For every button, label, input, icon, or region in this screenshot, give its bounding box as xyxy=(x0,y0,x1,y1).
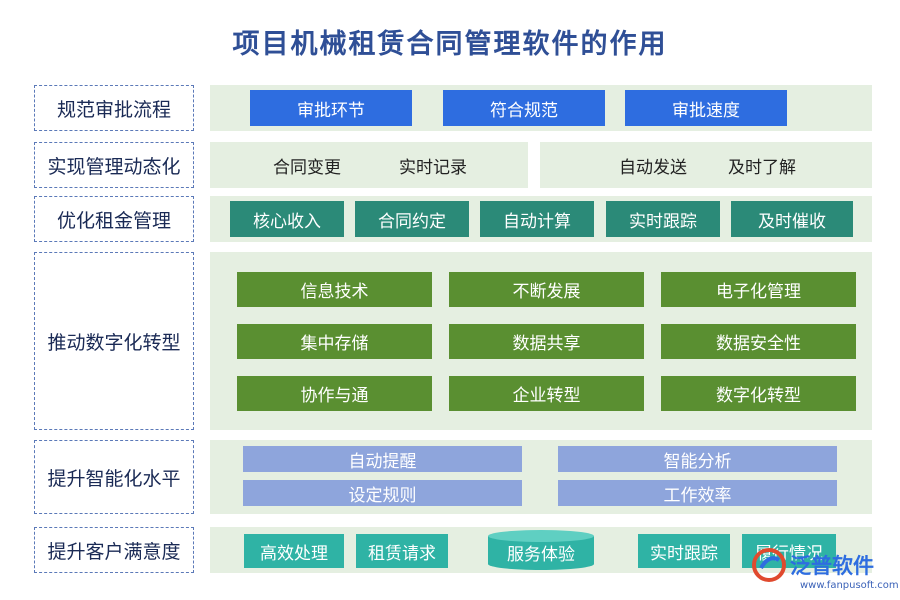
item-continuous-dev: 不断发展 xyxy=(449,272,644,307)
panel-dynamic-right: 自动发送 及时了解 xyxy=(540,142,872,188)
logo-name: 泛普软件 xyxy=(790,554,874,578)
label-digital-transform: 推动数字化转型 xyxy=(34,252,194,430)
item-efficient-handling: 高效处理 xyxy=(244,534,344,568)
label-customer-satisfaction: 提升客户满意度 xyxy=(34,527,194,573)
item-service-experience-cylinder: 服务体验 xyxy=(487,529,595,571)
item-realtime-record: 实时记录 xyxy=(399,157,467,178)
item-collaboration: 协作与通 xyxy=(237,376,432,411)
item-approval-step: 审批环节 xyxy=(250,90,412,126)
item-e-management: 电子化管理 xyxy=(661,272,856,307)
item-set-rules: 设定规则 xyxy=(243,480,522,506)
logo-url: www.fanpusoft.com xyxy=(800,580,899,591)
label-intelligence: 提升智能化水平 xyxy=(34,440,194,514)
item-enterprise-transform: 企业转型 xyxy=(449,376,644,411)
item-work-efficiency: 工作效率 xyxy=(558,480,837,506)
brand-logo: 泛普软件 xyxy=(752,548,874,582)
item-timely-collect: 及时催收 xyxy=(731,201,853,237)
item-contract-agreement: 合同约定 xyxy=(355,201,469,237)
item-auto-send: 自动发送 xyxy=(619,157,687,178)
item-smart-analysis: 智能分析 xyxy=(558,446,837,472)
item-central-storage: 集中存储 xyxy=(237,324,432,359)
item-timely-know: 及时了解 xyxy=(728,157,796,178)
label-standardize-approval: 规范审批流程 xyxy=(34,85,194,131)
panel-dynamic-left: 合同变更 实时记录 xyxy=(210,142,528,188)
item-service-experience: 服务体验 xyxy=(507,544,575,565)
logo-icon xyxy=(752,548,786,582)
item-digital-transform: 数字化转型 xyxy=(661,376,856,411)
item-data-security: 数据安全性 xyxy=(661,324,856,359)
panel-rent-management: 核心收入 合同约定 自动计算 实时跟踪 及时催收 xyxy=(210,196,872,242)
panel-digital-transform: 信息技术 不断发展 电子化管理 集中存储 数据共享 数据安全性 协作与通 企业转… xyxy=(210,252,872,430)
cylinder-shape xyxy=(488,530,594,570)
panel-customer-satisfaction: 高效处理 租赁请求 服务体验 实时跟踪 履行情况 xyxy=(210,527,872,573)
diagram-title: 项目机械租赁合同管理软件的作用 xyxy=(232,29,668,60)
item-realtime-track-2: 实时跟踪 xyxy=(638,534,730,568)
item-rental-request: 租赁请求 xyxy=(356,534,448,568)
item-contract-change: 合同变更 xyxy=(273,157,341,178)
item-core-income: 核心收入 xyxy=(230,201,344,237)
item-auto-calc: 自动计算 xyxy=(480,201,594,237)
panel-intelligence: 自动提醒 智能分析 设定规则 工作效率 xyxy=(210,440,872,514)
panel-standardize-approval: 审批环节 符合规范 审批速度 xyxy=(210,85,872,131)
item-info-tech: 信息技术 xyxy=(237,272,432,307)
item-realtime-track: 实时跟踪 xyxy=(606,201,720,237)
item-approval-speed: 审批速度 xyxy=(625,90,787,126)
item-auto-remind: 自动提醒 xyxy=(243,446,522,472)
item-data-sharing: 数据共享 xyxy=(449,324,644,359)
label-dynamic-management: 实现管理动态化 xyxy=(34,142,194,188)
item-compliance: 符合规范 xyxy=(443,90,605,126)
label-rent-management: 优化租金管理 xyxy=(34,196,194,242)
